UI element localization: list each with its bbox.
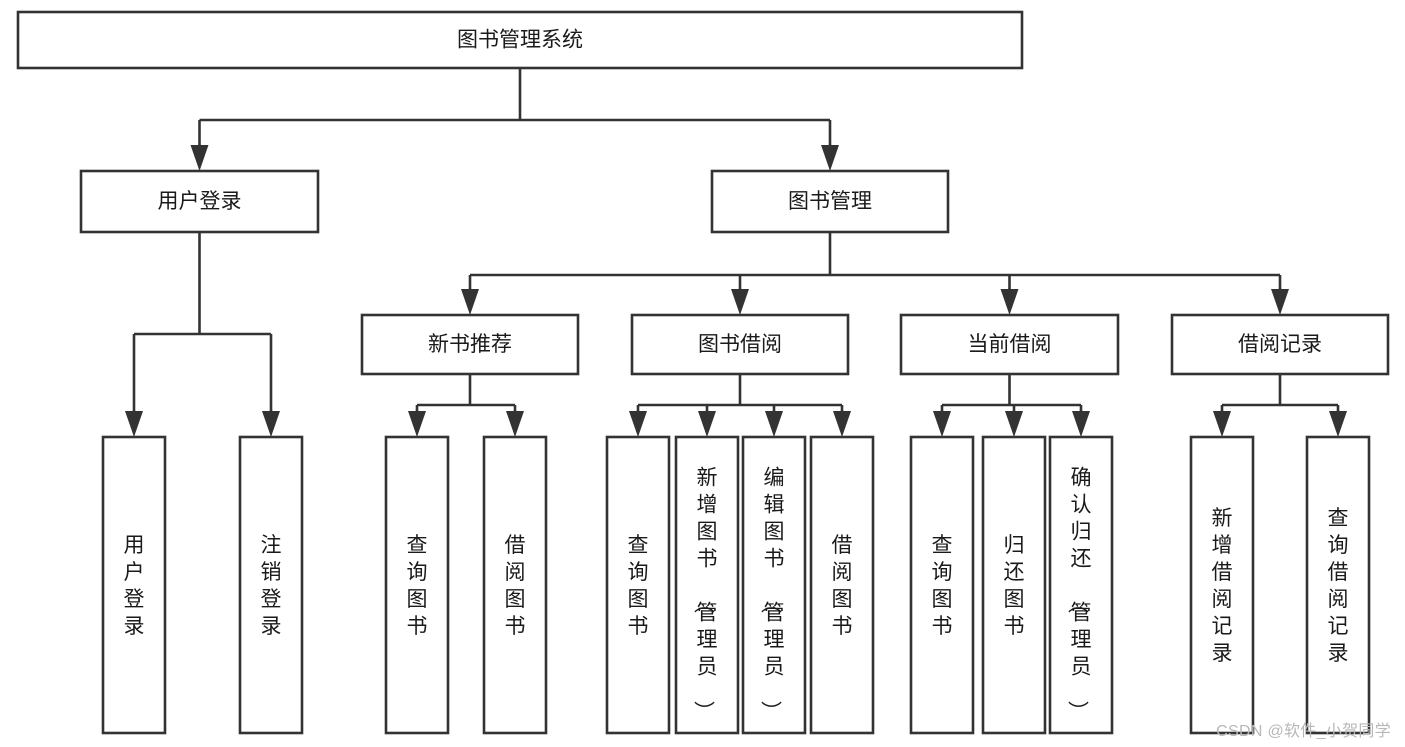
node-leaf-query-book-2-box[interactable] bbox=[605, 435, 671, 735]
arrow-icon-leaf-confirm-return bbox=[1072, 411, 1090, 437]
node-leaf-user-logout-label: 注销登录 bbox=[261, 534, 282, 638]
node-root[interactable]: 图书管理系统 bbox=[16, 10, 1024, 70]
arrow-icon-user-login bbox=[190, 145, 209, 171]
node-leaf-return-book-box[interactable] bbox=[981, 435, 1047, 735]
arrow-icon-leaf-borrow-book-2 bbox=[833, 411, 851, 437]
node-leaf-borrow-book-2-box[interactable] bbox=[809, 435, 875, 735]
node-book-borrow[interactable]: 图书借阅 bbox=[630, 313, 850, 376]
node-leaf-edit-book-box[interactable] bbox=[741, 435, 807, 735]
node-leaf-add-book[interactable]: 新增图书（管理员） bbox=[674, 435, 740, 735]
node-root-box[interactable] bbox=[16, 10, 1024, 70]
arrow-icon-leaf-query-book-3 bbox=[933, 411, 951, 437]
node-leaf-user-logout[interactable]: 注销登录 bbox=[238, 435, 304, 735]
node-leaf-query-book-3[interactable]: 查询图书 bbox=[909, 435, 975, 735]
arrow-icon-borrow-record bbox=[1271, 289, 1289, 315]
arrow-icon-leaf-return-book bbox=[1005, 411, 1023, 437]
arrow-icon-leaf-add-book bbox=[698, 411, 716, 437]
node-leaf-query-book-3-box[interactable] bbox=[909, 435, 975, 735]
node-leaf-confirm-return[interactable]: 确认归还（管理员） bbox=[1048, 435, 1114, 735]
node-leaf-user-login-box[interactable] bbox=[101, 435, 167, 735]
node-leaf-borrow-book-2[interactable]: 借阅图书 bbox=[809, 435, 875, 735]
node-user-login-box[interactable] bbox=[79, 169, 320, 234]
node-current-borrow[interactable]: 当前借阅 bbox=[899, 313, 1120, 376]
node-leaf-query-record[interactable]: 查询借阅记录 bbox=[1305, 435, 1371, 735]
node-book-manage-label: 图书管理 bbox=[788, 190, 872, 213]
node-leaf-query-record-label: 查询借阅记录 bbox=[1328, 507, 1349, 665]
node-leaf-borrow-book-2-label: 借阅图书 bbox=[832, 534, 853, 638]
node-leaf-add-record[interactable]: 新增借阅记录 bbox=[1189, 435, 1255, 735]
node-leaf-edit-book[interactable]: 编辑图书（管理员） bbox=[741, 435, 807, 735]
arrow-icon-leaf-query-book-2 bbox=[629, 411, 647, 437]
node-leaf-return-book-label: 归还图书 bbox=[1004, 534, 1025, 638]
node-leaf-add-book-box[interactable] bbox=[674, 435, 740, 735]
node-borrow-record-box[interactable] bbox=[1170, 313, 1390, 376]
node-current-borrow-label: 当前借阅 bbox=[968, 333, 1052, 356]
node-leaf-query-book-1-label: 查询图书 bbox=[407, 534, 428, 638]
node-leaf-borrow-book-1-label: 借阅图书 bbox=[505, 534, 526, 638]
node-leaf-borrow-book-1-box[interactable] bbox=[482, 435, 548, 735]
nodes-layer: 图书管理系统用户登录图书管理新书推荐图书借阅当前借阅借阅记录用户登录注销登录查询… bbox=[16, 10, 1390, 735]
arrow-icon-leaf-user-logout bbox=[262, 411, 280, 437]
node-book-manage-box[interactable] bbox=[710, 169, 950, 234]
arrow-icon-leaf-user-login bbox=[125, 411, 143, 437]
node-leaf-confirm-return-box[interactable] bbox=[1048, 435, 1114, 735]
connectors-layer bbox=[125, 68, 1347, 437]
node-user-login-label: 用户登录 bbox=[158, 190, 242, 213]
node-leaf-user-logout-box[interactable] bbox=[238, 435, 304, 735]
node-root-label: 图书管理系统 bbox=[457, 29, 583, 52]
node-leaf-query-book-1-box[interactable] bbox=[384, 435, 450, 735]
node-book-manage[interactable]: 图书管理 bbox=[710, 169, 950, 234]
node-leaf-edit-book-label: 编辑图书（管理员） bbox=[759, 467, 785, 722]
node-new-book-recommend-box[interactable] bbox=[360, 313, 580, 376]
arrow-icon-leaf-edit-book bbox=[765, 411, 783, 437]
arrow-icon-new-book-recommend bbox=[461, 289, 479, 315]
node-leaf-query-book-2[interactable]: 查询图书 bbox=[605, 435, 671, 735]
node-leaf-return-book[interactable]: 归还图书 bbox=[981, 435, 1047, 735]
node-leaf-query-book-2-label: 查询图书 bbox=[628, 534, 649, 638]
node-borrow-record-label: 借阅记录 bbox=[1238, 333, 1322, 356]
arrow-icon-book-borrow bbox=[731, 289, 749, 315]
node-new-book-recommend[interactable]: 新书推荐 bbox=[360, 313, 580, 376]
node-leaf-confirm-return-label: 确认归还（管理员） bbox=[1066, 467, 1092, 722]
arrow-icon-leaf-query-book-1 bbox=[408, 411, 426, 437]
node-leaf-user-login-label: 用户登录 bbox=[124, 534, 145, 638]
node-book-borrow-label: 图书借阅 bbox=[698, 333, 782, 356]
node-user-login[interactable]: 用户登录 bbox=[79, 169, 320, 234]
arrow-icon-leaf-add-record bbox=[1213, 411, 1231, 437]
node-leaf-add-record-label: 新增借阅记录 bbox=[1212, 507, 1233, 665]
node-book-borrow-box[interactable] bbox=[630, 313, 850, 376]
arrow-icon-book-manage bbox=[821, 145, 839, 171]
node-leaf-add-book-label: 新增图书（管理员） bbox=[692, 467, 718, 722]
node-leaf-query-book-3-label: 查询图书 bbox=[932, 534, 953, 638]
node-leaf-query-record-box[interactable] bbox=[1305, 435, 1371, 735]
arrow-icon-leaf-borrow-book-1 bbox=[506, 411, 524, 437]
arrow-icon-current-borrow bbox=[1000, 289, 1019, 315]
csdn-watermark: CSDN @软件_小贺同学 bbox=[1216, 723, 1391, 740]
node-leaf-user-login[interactable]: 用户登录 bbox=[101, 435, 167, 735]
node-current-borrow-box[interactable] bbox=[899, 313, 1120, 376]
node-leaf-borrow-book-1[interactable]: 借阅图书 bbox=[482, 435, 548, 735]
node-new-book-recommend-label: 新书推荐 bbox=[428, 333, 512, 356]
arrow-icon-leaf-query-record bbox=[1329, 411, 1347, 437]
node-leaf-query-book-1[interactable]: 查询图书 bbox=[384, 435, 450, 735]
node-leaf-add-record-box[interactable] bbox=[1189, 435, 1255, 735]
node-borrow-record[interactable]: 借阅记录 bbox=[1170, 313, 1390, 376]
